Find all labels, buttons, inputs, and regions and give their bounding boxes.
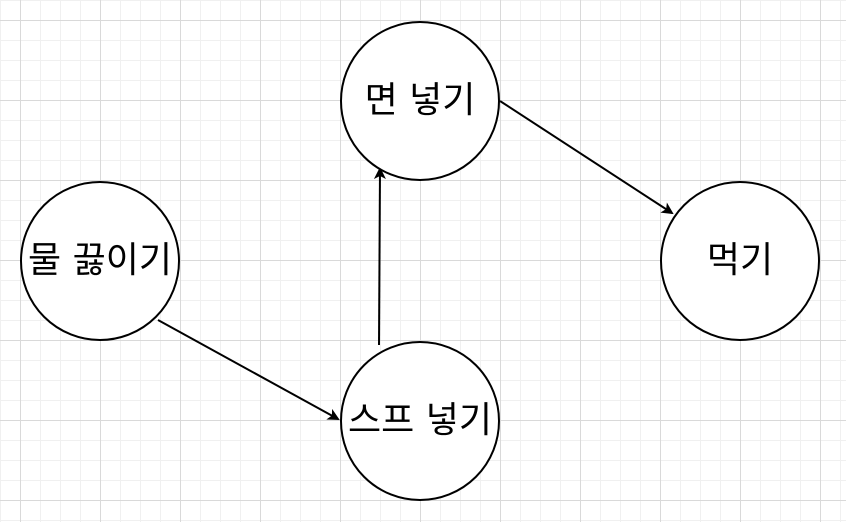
node-boil-water-circle (20, 181, 180, 341)
node-eat[interactable]: 먹기 (660, 181, 820, 341)
node-eat-label: 먹기 (707, 240, 773, 281)
node-add-noodles[interactable]: 면 넣기 (340, 21, 500, 181)
node-boil-water-label: 물 끓이기 (28, 240, 172, 281)
edge-soup-to-noodles[interactable] (373, 167, 386, 346)
node-add-soup-circle (340, 341, 500, 501)
edge-noodles-to-eat[interactable] (499, 100, 674, 215)
node-boil-water[interactable]: 물 끓이기 (20, 181, 180, 341)
node-add-soup-label: 스프 넣기 (348, 400, 492, 441)
node-add-noodles-label: 면 넣기 (365, 80, 476, 121)
edge-boil-to-soup[interactable] (157, 319, 340, 420)
node-eat-circle (660, 181, 820, 341)
node-add-soup[interactable]: 스프 넣기 (340, 341, 500, 501)
node-add-noodles-circle (340, 21, 500, 181)
